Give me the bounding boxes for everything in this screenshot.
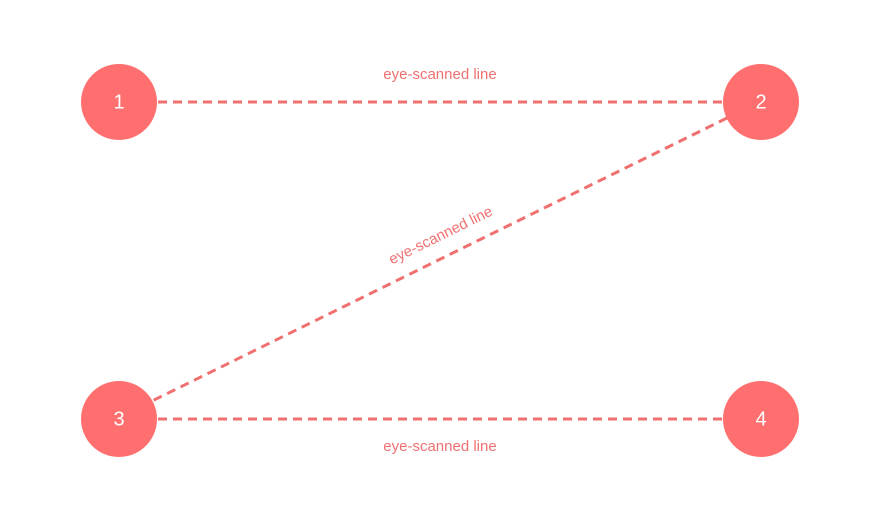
node-2-circle	[723, 64, 799, 140]
node-2: 2	[723, 64, 799, 140]
edge-label-3-to-4: eye-scanned line	[383, 438, 496, 455]
node-3-circle	[81, 381, 157, 457]
connector-2-to-3	[151, 116, 728, 403]
node-3-label: 3	[113, 408, 124, 430]
node-1: 1	[81, 64, 157, 140]
node-4-label: 4	[755, 408, 766, 430]
node-3: 3	[81, 381, 157, 457]
edge-label-1-to-2: eye-scanned line	[383, 66, 496, 83]
node-4-circle	[723, 381, 799, 457]
node-2-label: 2	[755, 91, 766, 113]
node-1-circle	[81, 64, 157, 140]
node-1-label: 1	[113, 91, 124, 113]
node-4: 4	[723, 381, 799, 457]
